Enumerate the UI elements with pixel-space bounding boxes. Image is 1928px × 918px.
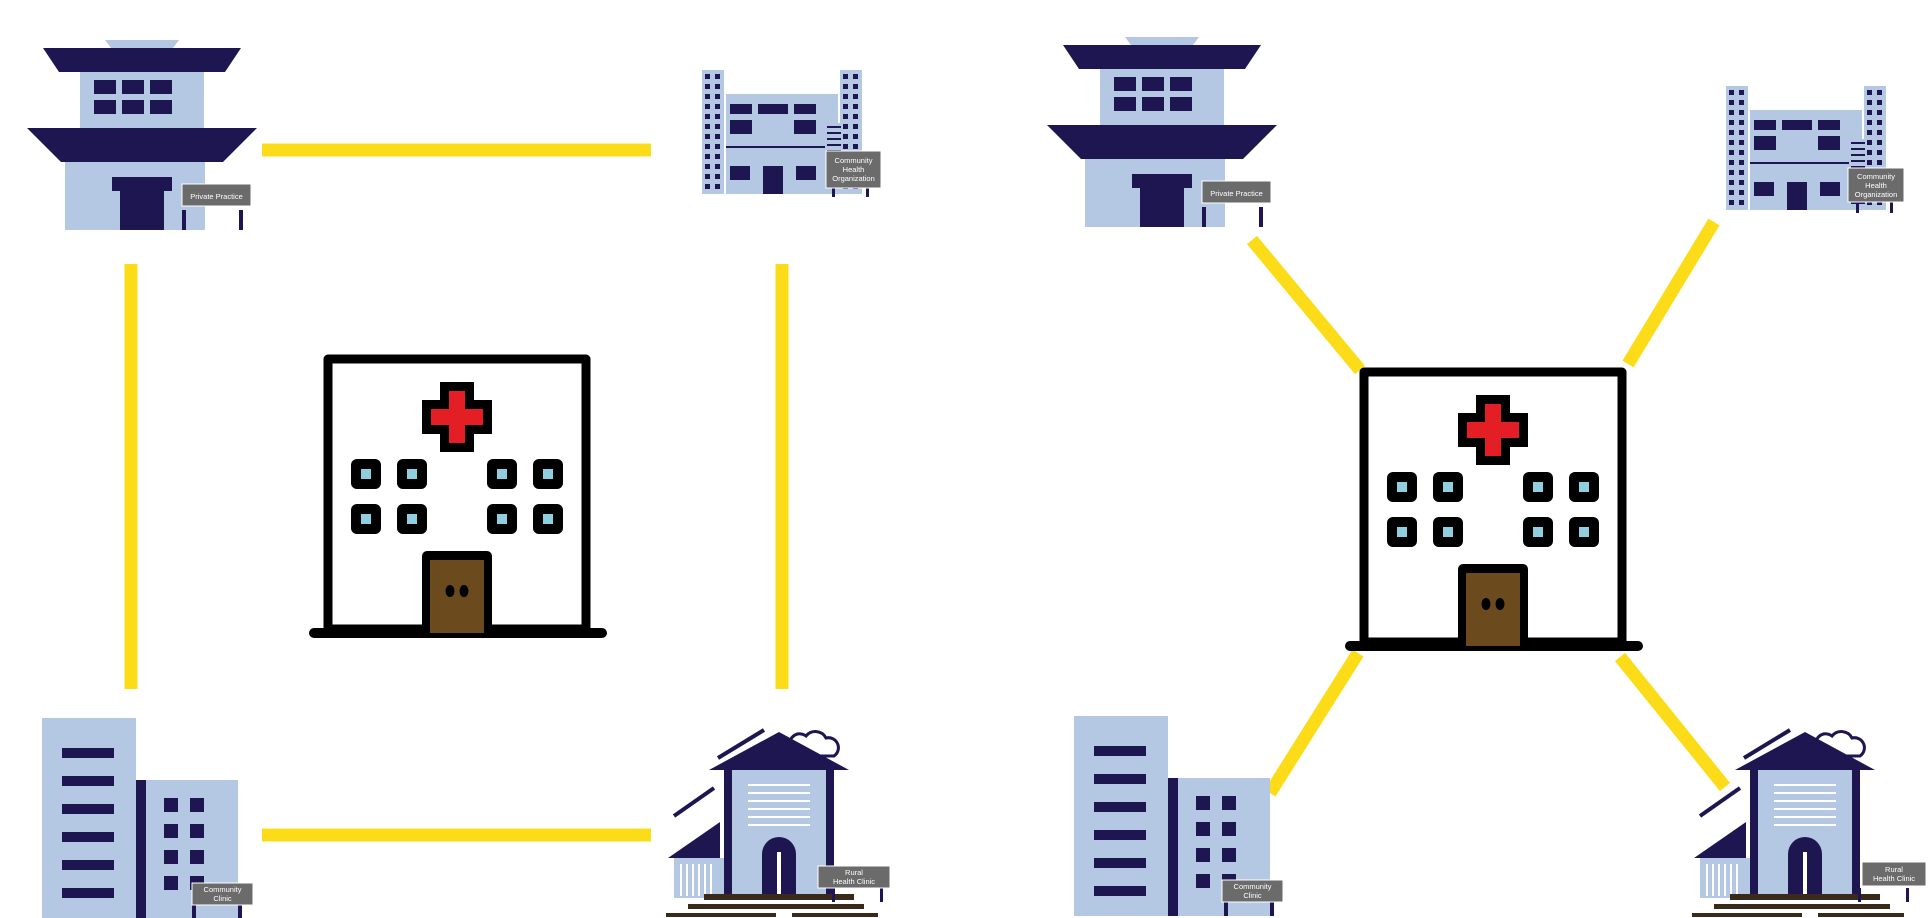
sign-label: Rural [1885, 865, 1903, 874]
sign-label: Health [1865, 181, 1887, 190]
sign-label: Clinic [1243, 891, 1262, 900]
spoke-top-right [1622, 218, 1720, 368]
sign-label: Community [835, 156, 873, 165]
node-private-practice: Private Practice [1047, 37, 1277, 227]
sign-board [191, 882, 254, 906]
sign-board [1201, 180, 1272, 204]
sign-label: Community [1857, 172, 1895, 181]
node-community-clinic: Community Clinic [42, 718, 254, 918]
sign-label: Organization [832, 174, 875, 183]
sign-label: Organization [1855, 190, 1898, 199]
sign-label: Community [204, 885, 242, 894]
node-community-health-organization: Community Health Organization [1726, 86, 1905, 213]
spoke-bottom-right [1614, 652, 1731, 792]
rural-clinic-icon [1690, 728, 1911, 918]
sign-label: Private Practice [1210, 189, 1263, 198]
hospital-icon [1350, 372, 1638, 646]
sign-board [1861, 861, 1927, 887]
rural-clinic-icon [664, 728, 885, 918]
sign-label: Clinic [213, 894, 232, 903]
hospital-icon [314, 359, 602, 633]
sign-board [825, 150, 882, 189]
connector-lines [124, 143, 789, 842]
peer-network-diagram: Private Practice Community Health Organi… [27, 40, 891, 918]
hub-network-diagram: Private Practice Community Health Organi… [1047, 37, 1927, 918]
sign-board [1847, 167, 1905, 203]
spoke-lines [1247, 218, 1731, 797]
sign-board [817, 865, 891, 889]
sign-label: Rural [845, 868, 863, 877]
spoke-top-left [1247, 235, 1365, 375]
node-private-practice: Private Practice [27, 40, 257, 230]
node-rural-health-clinic: Rural Health Clinic [1690, 728, 1927, 918]
sign-label: Community [1234, 882, 1272, 891]
sign-board [181, 183, 252, 207]
sign-board [1221, 879, 1284, 903]
sign-label: Private Practice [190, 192, 243, 201]
node-community-health-organization: Community Health Organization [702, 70, 882, 197]
node-rural-health-clinic: Rural Health Clinic [664, 728, 891, 918]
sign-label: Health Clinic [833, 877, 875, 886]
node-community-clinic: Community Clinic [1074, 716, 1284, 916]
sign-label: Health Clinic [1873, 874, 1915, 883]
spoke-bottom-left [1264, 649, 1364, 797]
sign-label: Health [843, 165, 865, 174]
